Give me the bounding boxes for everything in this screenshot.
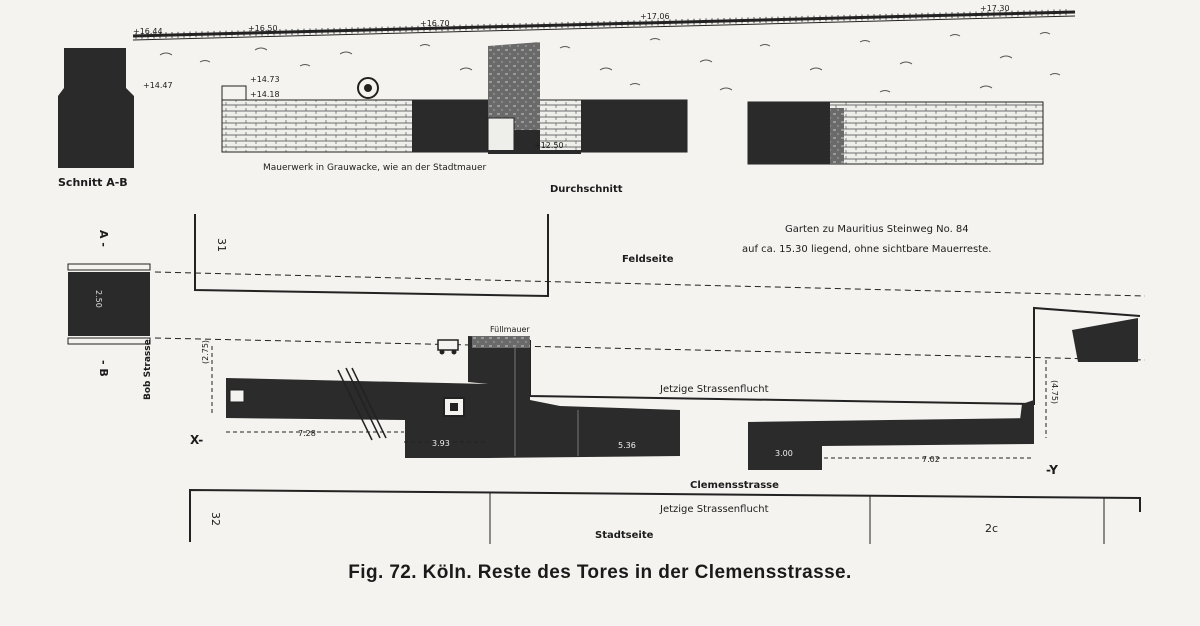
wheel-icon	[357, 77, 379, 99]
masonry-note: Mauerwerk in Grauwacke, wie an der Stadt…	[263, 163, 486, 173]
section-ab-wall	[58, 48, 134, 168]
dim-label: 7.02	[922, 455, 940, 464]
marker-y: -Y	[1046, 463, 1058, 477]
wall-block-c	[581, 100, 687, 152]
elev-label: +16.70	[420, 19, 450, 28]
elev-label: +17.06	[640, 12, 670, 21]
elev-label: +12.50	[534, 141, 564, 150]
wall-block-b	[514, 130, 540, 152]
street-name: Clemensstrasse	[690, 480, 779, 491]
house-number: 2c	[985, 522, 998, 535]
cart-icon	[437, 339, 459, 355]
street-line-lower	[189, 488, 1141, 542]
city-side-label: Stadtseite	[595, 530, 654, 541]
marker-b: - B	[97, 360, 110, 377]
street-line-label-upper: Jetzige Strassenflucht	[659, 384, 769, 395]
section-view: +16.44 +16.50 +16.70 +17.06 +17.30 +14.4…	[58, 4, 1076, 195]
garden-note-line1: Garten zu Mauritius Steinweg No. 84	[785, 224, 969, 235]
rail-track	[337, 367, 387, 441]
gate-foundation	[468, 336, 680, 458]
dim-label: 7.28	[298, 429, 316, 438]
marker-icon	[229, 389, 245, 403]
elev-label: +16.50	[248, 24, 278, 33]
fill-wall-label: Füllmauer	[490, 325, 530, 334]
dim-label: (4.75)	[1050, 380, 1059, 404]
elev-label: +14.47	[143, 81, 173, 90]
marker-a: A -	[97, 230, 110, 247]
dim-label: 5.36	[618, 441, 636, 450]
dim-label: 3.93	[432, 439, 450, 448]
figure-caption: Fig. 72. Köln. Reste des Tores in der Cl…	[348, 562, 852, 583]
garden-note-line2: auf ca. 15.30 liegend, ohne sichtbare Ma…	[742, 244, 991, 255]
marker-x: X-	[190, 433, 203, 447]
elev-label: +14.18	[250, 90, 280, 99]
side-street-label: Bob Strasse	[143, 339, 153, 400]
section-ab-label: Schnitt A-B	[58, 176, 128, 189]
elev-label: +16.44	[133, 27, 163, 36]
house-number: 31	[215, 238, 228, 252]
dim-label: 3.00	[775, 449, 793, 458]
section-title: Durchschnitt	[550, 184, 623, 195]
house-31-outline	[194, 214, 549, 298]
street-line-upper	[529, 306, 1141, 406]
wall-remains-left	[226, 378, 488, 458]
dim-label: 2.50	[94, 290, 103, 308]
section-marker-ab: 2.50	[67, 263, 151, 345]
elev-label: +17.30	[980, 4, 1010, 13]
soil-texture	[159, 32, 1061, 93]
house-number: 32	[209, 512, 222, 526]
plan-view: 2.50 A - - B 31	[67, 214, 1146, 544]
wall-block-a	[412, 100, 488, 152]
wall-remains-right	[748, 418, 1034, 470]
corner-ruin	[1072, 318, 1138, 362]
street-line-label-lower: Jetzige Strassenflucht	[659, 504, 769, 515]
gate-pier	[488, 42, 540, 130]
ground-ticks	[135, 9, 1067, 39]
elev-label: +14.73	[250, 75, 280, 84]
dim-label: (2.75)	[201, 340, 210, 364]
field-side-label: Feldseite	[622, 254, 674, 265]
